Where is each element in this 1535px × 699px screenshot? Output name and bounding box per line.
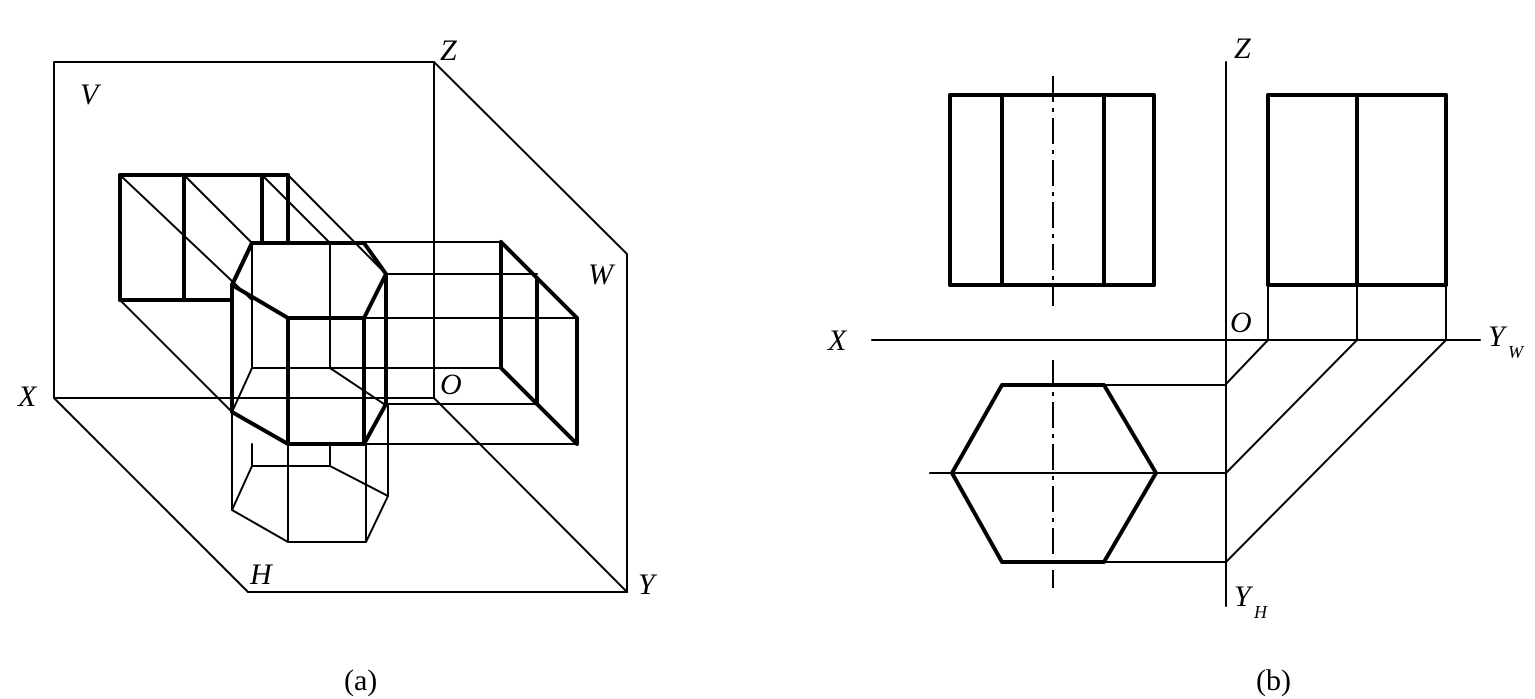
figure-b: Z X O Y W Y H (b) — [827, 32, 1525, 697]
v-projector-1 — [119, 174, 253, 301]
transfer-line-2 — [1225, 339, 1358, 474]
label-w: W — [588, 258, 616, 291]
prism-base-back — [231, 367, 385, 413]
prism-front-face — [230, 272, 388, 320]
h-plane-left-edge — [53, 397, 249, 593]
label-yw-sub: W — [1508, 342, 1525, 362]
side-view — [1266, 93, 1448, 341]
label-x: X — [17, 380, 38, 413]
transfer-lines — [1225, 339, 1447, 563]
v-projector-2 — [183, 174, 253, 244]
v-projector-4 — [287, 174, 387, 275]
v-plane — [53, 61, 435, 399]
label-y: Y — [638, 568, 658, 601]
caption-a: (a) — [344, 664, 377, 697]
caption-b: (b) — [1256, 664, 1291, 697]
label-v: V — [80, 78, 102, 111]
v-projector-3 — [261, 174, 331, 244]
v-projector-5 — [119, 299, 233, 413]
w-plane-top-edge — [433, 61, 628, 255]
w-projectors — [251, 241, 578, 445]
label-o: O — [440, 368, 462, 401]
v-projectors — [119, 174, 387, 413]
label-yh: Y — [1234, 580, 1254, 613]
transfer-line-1 — [1225, 339, 1269, 385]
label-z: Z — [440, 34, 457, 67]
figure-a: V Z W X O H Y (a) — [17, 34, 658, 697]
transfer-line-3 — [1225, 339, 1447, 563]
label-h: H — [249, 558, 274, 591]
label-yh-sub: H — [1253, 602, 1268, 622]
top-view — [929, 360, 1227, 588]
hexagonal-prism — [230, 241, 388, 446]
label-yw: Y — [1488, 320, 1508, 353]
label-x-b: X — [827, 324, 848, 357]
label-o-b: O — [1230, 306, 1252, 339]
w-projection — [499, 240, 579, 446]
h-projection-outline — [231, 465, 389, 543]
projection-planes — [53, 61, 628, 593]
axis-oy — [433, 397, 628, 593]
front-view — [948, 76, 1156, 306]
h-projection — [231, 403, 389, 543]
axes-b — [871, 61, 1481, 607]
label-z-b: Z — [1234, 32, 1251, 65]
